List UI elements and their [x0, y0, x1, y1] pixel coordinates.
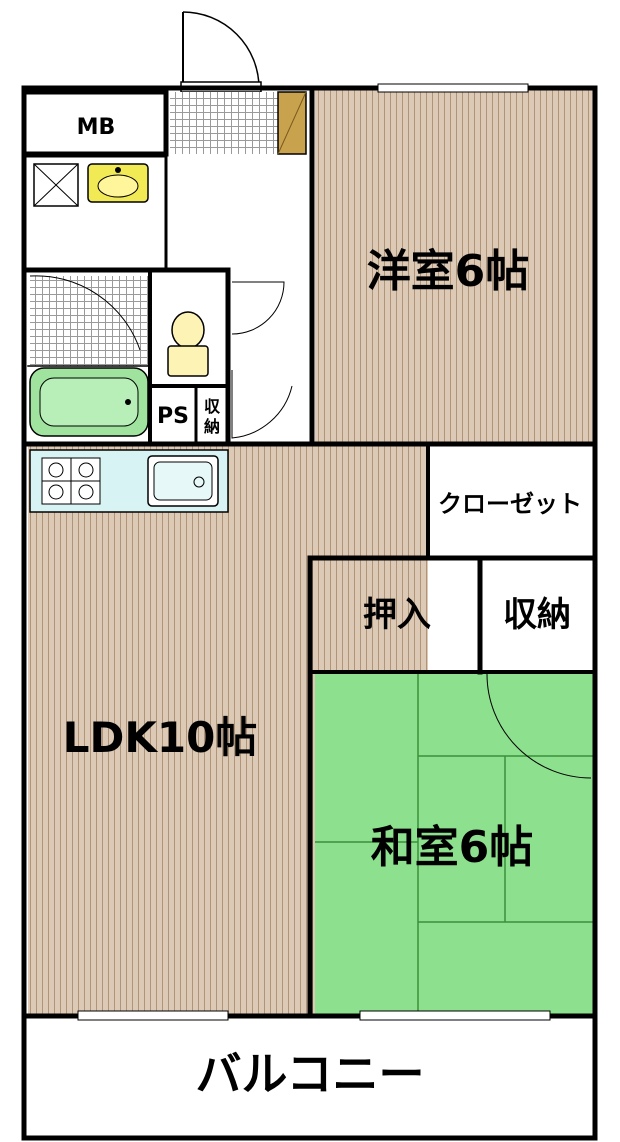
small-storage-label-2: 納: [204, 417, 220, 436]
closet-label: クローゼット: [438, 490, 582, 518]
japanese-room-label: 和室6帖: [371, 822, 534, 873]
oshiire-label: 押入: [363, 595, 431, 635]
door-swings: [29, 275, 293, 439]
japanese-room-floor: [315, 674, 593, 1014]
small-storage-label-1: 収: [204, 397, 221, 416]
entrance-door: [180, 11, 262, 93]
balcony-label: バルコニー: [195, 1047, 424, 1101]
genkan-tile: [170, 92, 278, 154]
kitchen-counter: [29, 449, 229, 513]
washbasin: [87, 163, 149, 203]
ps-label: PS: [157, 404, 189, 429]
tatami-lines: [315, 674, 593, 1014]
bath-tile: [30, 276, 148, 366]
storage-label: 収納: [503, 595, 571, 635]
laundry-pan: [33, 163, 79, 207]
bathtub: [29, 367, 149, 437]
western-room-floor: [315, 90, 595, 442]
windows: [77, 83, 551, 1021]
japanese-room-door-arc: [486, 673, 592, 779]
ldk-label: LDK10帖: [63, 713, 258, 762]
toilet: [156, 278, 222, 382]
mb-label: MB: [77, 115, 116, 140]
closet-floor: [430, 446, 593, 556]
balcony-floor: [24, 1018, 596, 1136]
western-room-label: 洋室6帖: [367, 246, 530, 297]
hall-floor: [228, 152, 310, 446]
